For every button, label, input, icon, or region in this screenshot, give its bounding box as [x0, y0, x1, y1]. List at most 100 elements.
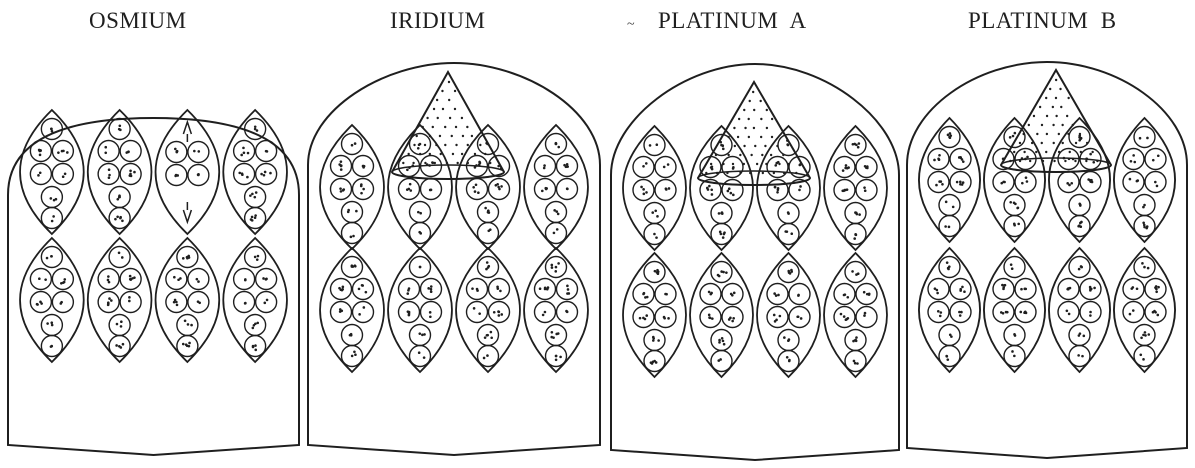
orbital: [30, 292, 51, 313]
orbital-dot: [1011, 267, 1014, 270]
orbital-circle: [778, 224, 799, 245]
cone-dot: [1013, 151, 1015, 153]
orbital-circle: [644, 203, 665, 224]
orbital: [1134, 346, 1155, 367]
orbital-dot: [128, 296, 131, 299]
cone-dot: [752, 91, 754, 93]
orbital-dot: [255, 191, 258, 194]
lens: [824, 126, 887, 250]
cone-dot: [402, 162, 404, 164]
orbital: [353, 179, 374, 200]
orbital-dot: [725, 271, 728, 274]
orbital-dot: [1068, 157, 1071, 160]
orbital-dot: [722, 148, 725, 151]
cone-dot: [1074, 160, 1076, 162]
orbital-circle: [98, 164, 119, 185]
orbital-dot: [423, 333, 426, 336]
cone-dot: [1062, 142, 1064, 144]
orbital-dot: [254, 322, 257, 325]
orbital-dot: [408, 166, 411, 169]
orbital-dot: [500, 185, 503, 188]
orbital: [120, 164, 141, 185]
orbital-dot: [182, 257, 185, 260]
orbital-dot: [1089, 153, 1092, 156]
orbital: [778, 330, 799, 351]
orbital-dot: [1132, 154, 1135, 157]
orbital: [410, 257, 431, 278]
orbital-dot: [845, 164, 848, 167]
orbital: [331, 156, 352, 177]
orbital-dot: [39, 154, 42, 157]
orbital: [1123, 149, 1144, 170]
orbital-dot: [362, 188, 365, 191]
orbital: [120, 141, 141, 162]
orbital: [939, 325, 960, 346]
orbital-dot: [722, 340, 725, 343]
cone-dot: [432, 126, 434, 128]
cone-dot: [773, 172, 775, 174]
orbital-dot: [555, 358, 558, 361]
orbital: [109, 187, 130, 208]
orbital: [1069, 195, 1090, 216]
orbital-dot: [340, 168, 343, 171]
orbital-dot: [843, 294, 846, 297]
orbital-dot: [421, 334, 424, 337]
orbital-dot: [1146, 137, 1149, 140]
orbital-circle: [1134, 346, 1155, 367]
orbital: [256, 164, 277, 185]
orbital-dot: [254, 128, 257, 131]
orbital-circle: [353, 279, 374, 300]
cone-dot: [456, 162, 458, 164]
orbital-dot: [853, 143, 856, 146]
orbital-dot: [842, 169, 845, 172]
orbital-dot: [854, 362, 857, 365]
orbital-dot: [721, 337, 724, 340]
orbital-circle: [234, 141, 255, 162]
orbital: [245, 119, 266, 140]
orbital-dot: [1139, 137, 1142, 140]
orbital-circle: [120, 292, 141, 313]
orbital: [856, 157, 877, 178]
orbital: [655, 180, 676, 201]
orbital-dot: [657, 339, 660, 342]
orbital-dot: [1147, 333, 1150, 336]
orbital-dot: [1136, 180, 1139, 183]
orbital-dot: [1130, 287, 1133, 290]
orbital-dot: [1142, 221, 1145, 224]
orbital-dot: [1156, 185, 1159, 188]
orbital-dot: [188, 256, 191, 259]
orbital-dot: [550, 264, 553, 267]
orbital-dot: [663, 166, 666, 169]
orbital-dot: [708, 185, 711, 188]
orbital: [1123, 302, 1144, 323]
orbital: [342, 202, 363, 223]
orbital-dot: [198, 302, 201, 305]
orbital-dot: [1129, 313, 1132, 316]
orbital: [722, 157, 743, 178]
orbital-dot: [1089, 314, 1092, 317]
orbital-dot: [1081, 355, 1084, 358]
orbital: [711, 330, 732, 351]
orbital: [1123, 172, 1144, 193]
orbital-circle: [1123, 149, 1144, 170]
cone-dot: [448, 81, 450, 83]
orbital-dot: [1078, 268, 1081, 271]
orbital-dot: [1143, 266, 1146, 269]
orbital-dot: [787, 270, 790, 273]
orbital: [546, 223, 567, 244]
cone-dot: [424, 144, 426, 146]
orbital-dot: [484, 336, 487, 339]
orbital-dot: [46, 322, 49, 325]
orbital-dot: [1136, 287, 1139, 290]
orbital-dot: [1147, 267, 1150, 270]
orbital-dot: [115, 344, 118, 347]
orbital: [535, 302, 556, 323]
orbital: [489, 302, 510, 323]
orbital: [778, 135, 799, 156]
cone-dot: [743, 145, 745, 147]
orbital: [778, 351, 799, 372]
cone-dot: [1059, 88, 1061, 90]
orbital-dot: [108, 176, 111, 179]
orbital-dot: [958, 311, 961, 314]
orbital: [1080, 172, 1101, 193]
